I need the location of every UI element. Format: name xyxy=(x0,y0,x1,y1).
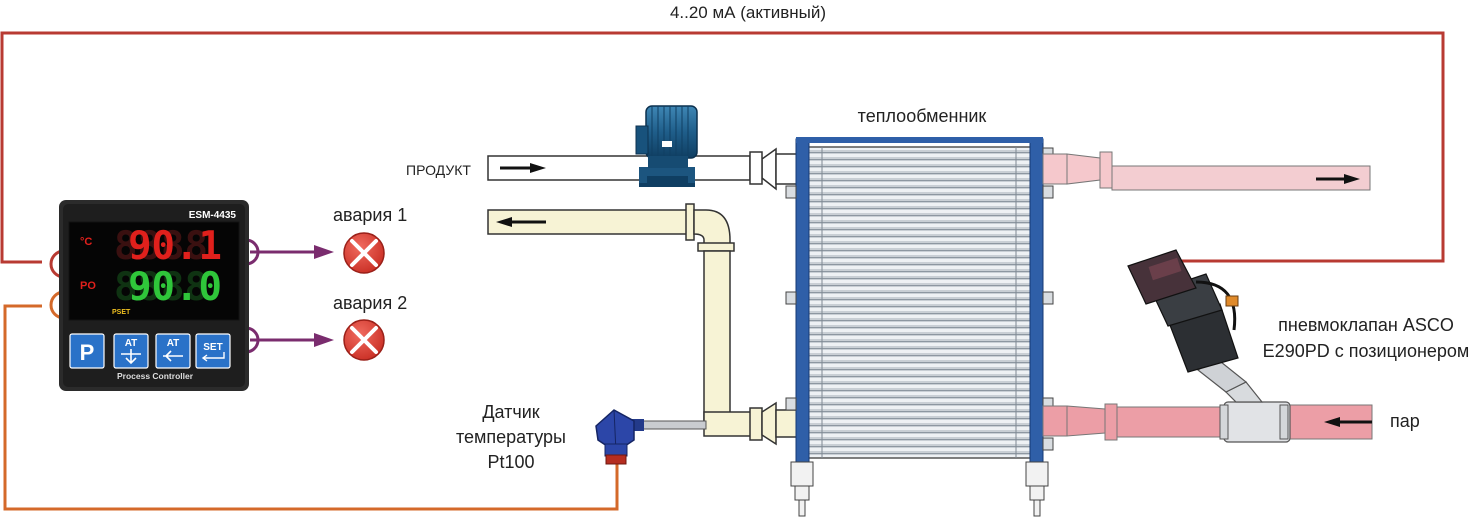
alarm2-lamp-icon xyxy=(343,319,385,361)
signal-label: 4..20 мА (активный) xyxy=(670,3,826,22)
alarm1-arrowhead xyxy=(314,245,334,259)
at-up-button-label: AT xyxy=(167,338,180,349)
p-button[interactable] xyxy=(69,333,105,369)
pump-icon xyxy=(635,105,698,187)
sensor-label-line3: Pt100 xyxy=(487,452,534,472)
return-neck xyxy=(775,409,799,438)
sensor-label-line1: Датчик xyxy=(482,402,539,422)
controller-display xyxy=(68,221,240,321)
steam-reducer xyxy=(1066,405,1106,437)
controller-terminal-4 xyxy=(245,326,260,354)
outlet-flow-arrowhead xyxy=(1344,174,1360,184)
outlet-flange xyxy=(1099,151,1113,189)
alarm1-lamp-icon xyxy=(343,232,385,274)
set-button-label: SET xyxy=(203,342,222,353)
product-flow-arrowhead xyxy=(530,163,546,173)
sensor-label-line2: температуры xyxy=(456,427,566,447)
return-pipe-bottom xyxy=(703,411,755,437)
steam-flow-arrowhead xyxy=(1324,417,1340,427)
steam-label: пар xyxy=(1390,411,1420,431)
at-down-arrow-icon xyxy=(121,349,141,365)
steam-neck xyxy=(1042,405,1068,437)
sv-value: 90.0 xyxy=(128,265,222,310)
pset-label: PSET xyxy=(112,309,131,316)
at-up-button[interactable] xyxy=(155,333,191,369)
outlet-neck xyxy=(1042,153,1068,185)
return-flange-bottom xyxy=(749,407,763,441)
inlet-neck xyxy=(775,153,799,185)
inlet-reducer xyxy=(761,147,777,191)
sensor-wire xyxy=(3,304,619,511)
temperature-sensor-icon xyxy=(595,409,644,465)
alarm2-arrowhead xyxy=(314,333,334,347)
unit-label: °C xyxy=(80,236,92,248)
inlet-flange xyxy=(749,151,763,185)
steam-flange-1 xyxy=(1104,403,1118,441)
pv-ghost: 8888 xyxy=(114,224,208,269)
heat-exchanger-label: теплообменник xyxy=(858,106,987,126)
return-flow-arrowhead xyxy=(496,217,512,227)
valve-label-line1: пневмоклапан ASCO xyxy=(1278,315,1454,335)
return-reducer xyxy=(761,401,777,446)
controller-terminal-3 xyxy=(245,238,260,266)
enter-arrow-icon xyxy=(201,352,225,362)
alarm1-label: авария 1 xyxy=(333,205,407,225)
p-button-label: P xyxy=(80,340,95,365)
pneumatic-valve-icon xyxy=(1127,249,1291,443)
valve-label-line2: E290PD с позиционером xyxy=(1263,341,1470,361)
alarm2-label: авария 2 xyxy=(333,293,407,313)
outlet-reducer xyxy=(1066,153,1101,185)
steam-pipe-left xyxy=(1116,406,1226,438)
return-pipe-vertical xyxy=(703,250,731,424)
product-label: ПРОДУКТ xyxy=(406,162,471,178)
heat-exchanger xyxy=(785,137,1054,517)
process-controller: ESM-4435 °C PO 8888 90.1 8888 90.0 PSET … xyxy=(59,200,249,391)
return-flange-top xyxy=(685,203,695,241)
controller-model: ESM-4435 xyxy=(189,210,237,221)
return-elbow-flange xyxy=(697,242,735,252)
po-label: PO xyxy=(80,280,96,292)
at-down-button-label: AT xyxy=(125,338,138,349)
at-up-arrow-icon xyxy=(163,350,183,362)
sensor-probe-stem xyxy=(639,420,707,430)
signal-wire xyxy=(0,31,1445,264)
sv-ghost: 8888 xyxy=(114,265,208,310)
pv-value: 90.1 xyxy=(128,224,222,269)
controller-footer: Process Controller xyxy=(117,371,194,381)
